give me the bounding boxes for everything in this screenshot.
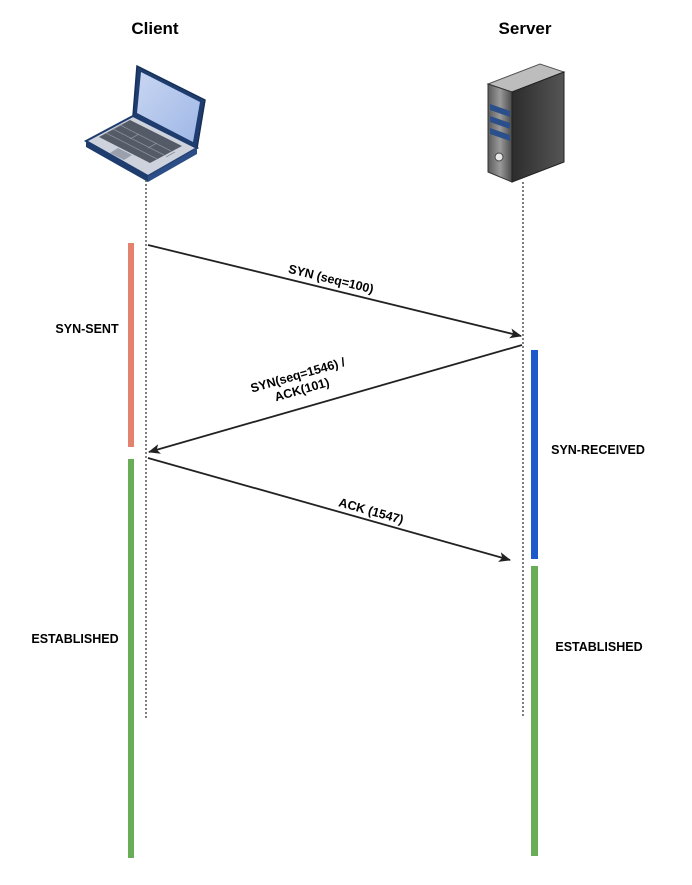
server-established-label: ESTABLISHED [555, 640, 642, 654]
client-syn-sent-bar [128, 243, 134, 447]
server-syn-received-bar [531, 350, 538, 559]
syn-ack-arrow [148, 344, 523, 454]
ack-arrow [147, 457, 511, 562]
client-established-label: ESTABLISHED [31, 632, 118, 646]
client-established-bar [128, 459, 134, 858]
server-title: Server [499, 19, 552, 38]
client-title: Client [131, 19, 179, 38]
syn-arrow [147, 244, 522, 339]
server-icon [486, 63, 566, 183]
ack-message-label: ACK (1547) [337, 495, 405, 527]
syn-ack-message-label: SYN(seq=1546) / ACK(101) [249, 355, 347, 404]
syn-message-label: SYN (seq=100) [287, 262, 375, 296]
laptop-icon [83, 64, 206, 182]
client-syn-sent-label: SYN-SENT [55, 322, 119, 336]
server-established-bar [531, 566, 538, 856]
server-syn-received-label: SYN-RECEIVED [551, 443, 645, 457]
